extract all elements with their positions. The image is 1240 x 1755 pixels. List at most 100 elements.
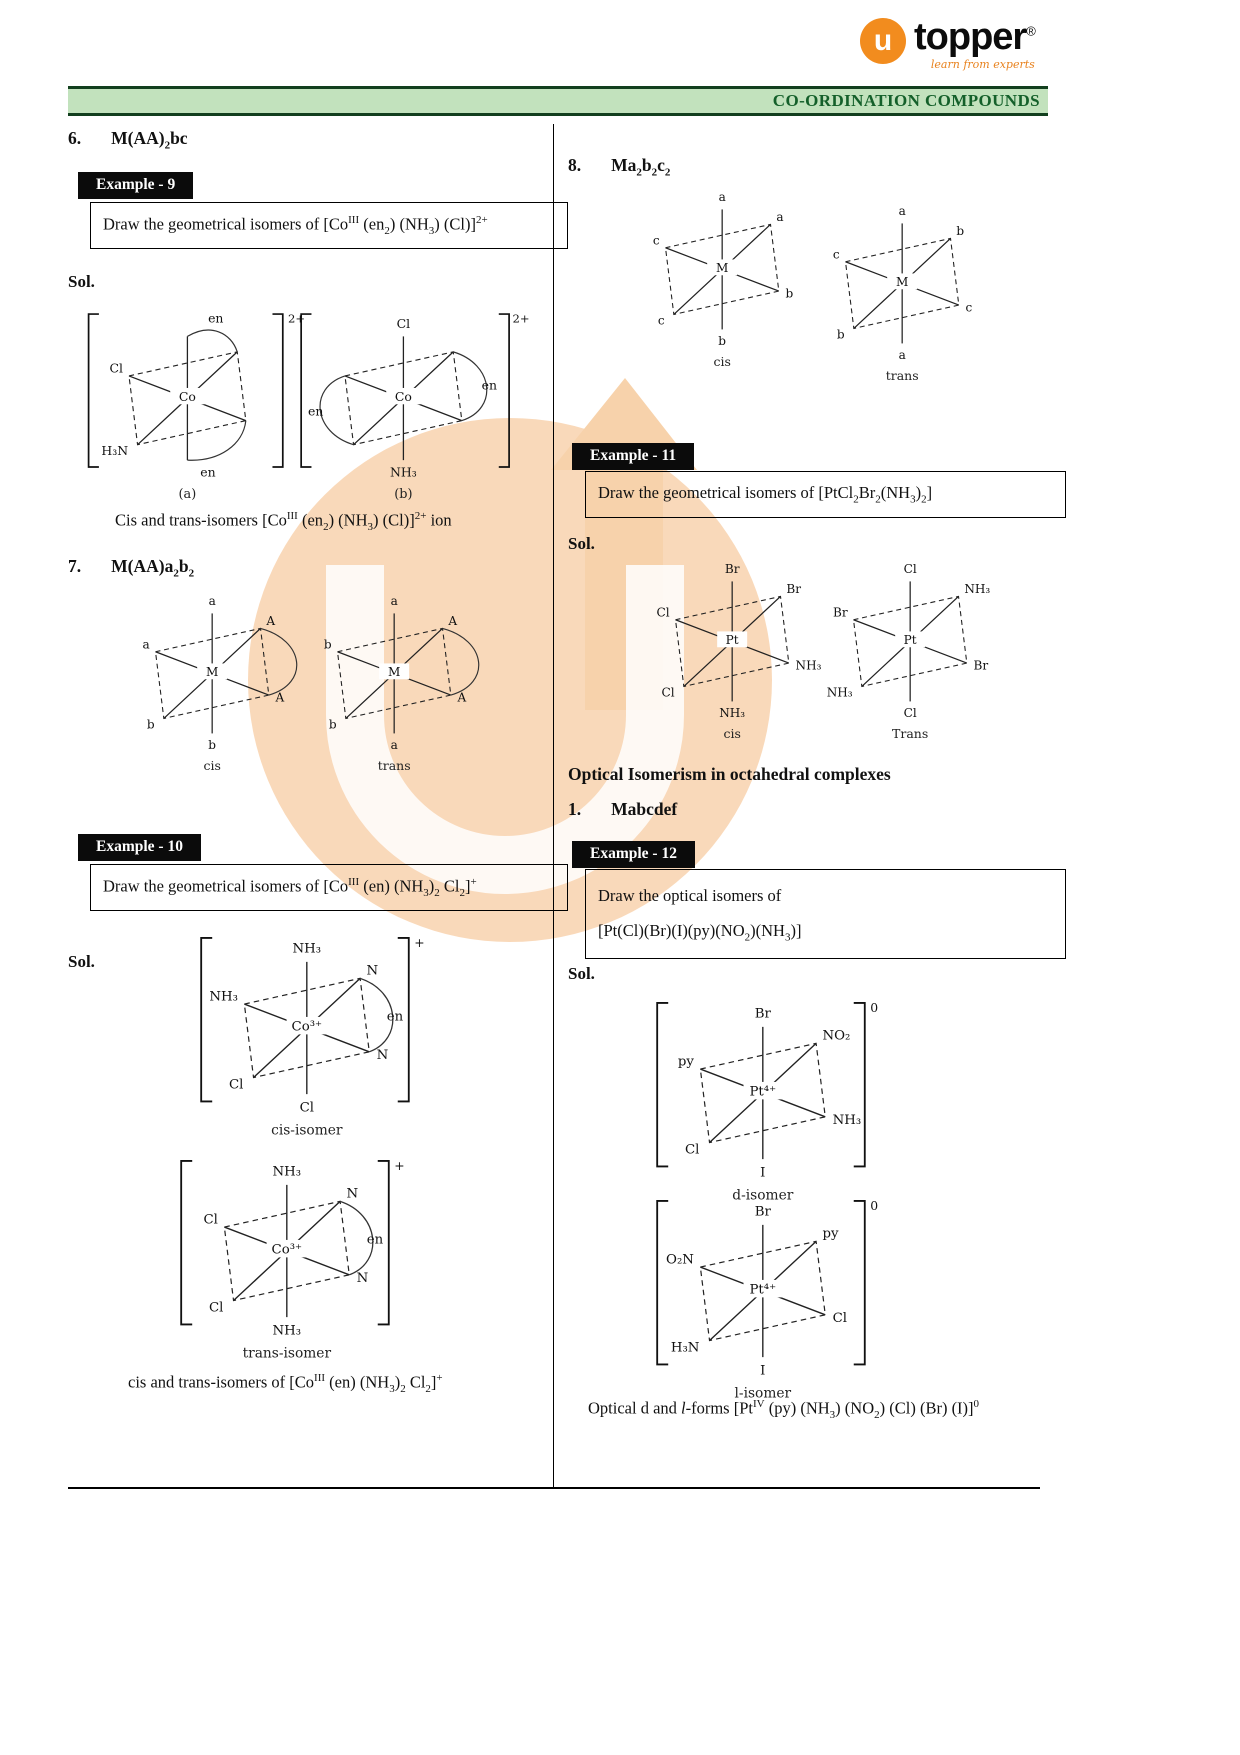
section-8-heading: 8. Ma2b2c2 <box>568 155 670 179</box>
ligand-lr: Br <box>974 659 989 673</box>
ligand-bottom: I <box>760 1166 765 1181</box>
ligand-en-bottom: en <box>200 464 215 479</box>
charge-label: + <box>414 935 424 950</box>
diagram-caption: trans <box>378 758 411 773</box>
mabcdef-title: Mabcdef <box>611 799 678 819</box>
diagram-ex9-b: 2+ en en Cl NH₃ Co (b) <box>300 312 530 502</box>
ligand-ur: A <box>447 614 457 628</box>
ligand-ll: H₃N <box>101 443 128 458</box>
diagram-7-cis: a a A b A b M cis <box>142 594 298 773</box>
diagram-caption: (b) <box>394 487 412 502</box>
ligand-top: a <box>209 594 216 608</box>
example-10-question-text: Draw the geometrical isomers of [CoIII (… <box>103 876 477 899</box>
ligand-bottom: a <box>899 348 906 362</box>
ligand-top: Br <box>725 562 740 576</box>
example-12-question: Draw the optical isomers of [Pt(Cl)(Br)(… <box>585 869 1066 960</box>
watermark-circle <box>248 418 772 942</box>
ligand-ul: b <box>324 637 332 651</box>
chelate-arc-right <box>442 627 480 696</box>
diagram-caption: Trans <box>892 726 928 741</box>
ligand-bottom: I <box>760 1364 765 1379</box>
ligand-lr: NH₃ <box>796 659 822 673</box>
metal-center: M <box>388 665 400 679</box>
diagram-11-trans: Cl Br NH₃ NH₃ Br Cl Pt Trans <box>827 562 991 741</box>
bracket-right <box>397 937 410 1103</box>
ligand-ur: NO₂ <box>823 1029 851 1044</box>
ligand-ll: H₃N <box>671 1341 700 1356</box>
ligand-ll: c <box>658 313 665 327</box>
diagram-caption: cis <box>723 726 740 741</box>
ex12-result-caption: Optical d and l-forms [PtIV (py) (NH3) (… <box>588 1398 980 1421</box>
mabcdef-heading: 1. Mabcdef <box>568 799 677 820</box>
ligand-ur: py <box>823 1227 840 1242</box>
solution-label-ex9: Sol. <box>68 272 95 291</box>
solution-label-ex11: Sol. <box>568 534 595 553</box>
metal-center: M <box>206 665 218 679</box>
section-8-number: 8. <box>568 155 582 175</box>
ligand-top: a <box>391 594 398 608</box>
bracket-left <box>200 937 213 1103</box>
section-8-title: Ma2b2c2 <box>611 155 671 179</box>
ligand-bottom: a <box>391 738 398 752</box>
brand-tagline: learn from experts <box>930 58 1035 71</box>
metal-center: Co³⁺ <box>272 1243 303 1258</box>
bracket-left <box>656 1002 669 1168</box>
ligand-bottom: NH₃ <box>273 1324 302 1339</box>
ligand-bottom: Cl <box>904 706 917 720</box>
ligand-en-right: en <box>387 1010 404 1025</box>
ligand-en-left: en <box>308 403 323 418</box>
brand-name: topper® <box>914 16 1036 58</box>
example-11-question-text: Draw the geometrical isomers of [PtCl2Br… <box>598 483 933 506</box>
optical-isomerism-heading: Optical Isomerism in octahedral complexe… <box>568 764 891 784</box>
column-divider <box>553 124 554 1487</box>
metal-center: Co³⁺ <box>292 1020 323 1035</box>
chelate-arc-right <box>339 1200 374 1276</box>
bracket-right <box>498 313 510 468</box>
ligand-top: Cl <box>397 316 411 331</box>
ligand-ul: Br <box>833 605 848 619</box>
ligand-top: a <box>719 190 726 204</box>
bracket-right <box>853 1002 866 1168</box>
example-11-label: Example - 11 <box>572 443 695 470</box>
ligand-ll: Cl <box>662 685 675 699</box>
ligand-en-right: en <box>482 378 497 393</box>
diagram-8-cis: a c a c b b M cis <box>653 190 794 369</box>
diagram-caption: (a) <box>179 487 197 502</box>
ligand-lr: A <box>457 691 467 705</box>
diagram-7-trans: a b A b A a M trans <box>324 594 480 773</box>
example-9-question: Draw the geometrical isomers of [CoIII (… <box>90 202 568 250</box>
ligand-ul: Cl <box>657 605 670 619</box>
ex9-result-caption: Cis and trans-isomers [CoIII (en2) (NH3)… <box>115 510 452 533</box>
metal-center: Pt <box>726 633 739 647</box>
example-10-question: Draw the geometrical isomers of [CoIII (… <box>90 864 568 912</box>
ligand-ur: Br <box>786 582 801 596</box>
diagram-caption: cis <box>203 758 220 773</box>
charge-label: 0 <box>870 1000 878 1015</box>
ligand-lr: b <box>786 287 794 301</box>
ligand-top: a <box>899 204 906 218</box>
charge-label: 2+ <box>513 312 530 326</box>
center-mask <box>887 273 918 290</box>
diagram-caption: cis-isomer <box>271 1122 343 1138</box>
ligand-ll: NH₃ <box>827 685 853 699</box>
ligand-ul: Cl <box>203 1212 217 1227</box>
brand-logo-icon: u <box>860 18 906 64</box>
section-6-title: M(AA)2bc <box>111 128 188 152</box>
ligand-ul: c <box>653 233 660 247</box>
section-7-title: M(AA)a2b2 <box>111 556 195 580</box>
ligand-ll: b <box>837 327 845 341</box>
example-10-label: Example - 10 <box>78 834 201 861</box>
solution-label-ex12: Sol. <box>568 964 595 983</box>
center-mask <box>895 631 926 648</box>
chelate-arc-right <box>453 351 488 422</box>
chelate-arc-right <box>359 977 394 1053</box>
ligand-top: NH₃ <box>273 1165 302 1180</box>
ligand-ul: NH₃ <box>209 989 238 1004</box>
example-9-question-text: Draw the geometrical isomers of [CoIII (… <box>103 214 488 237</box>
diagram-12-l: 0 Br O₂N py H₃N Cl I Pt⁴⁺ l-isomer <box>656 1198 878 1401</box>
center-mask <box>717 631 748 648</box>
center-mask <box>743 1081 783 1100</box>
center-mask <box>386 387 421 405</box>
ligand-ll: Cl <box>229 1078 243 1093</box>
